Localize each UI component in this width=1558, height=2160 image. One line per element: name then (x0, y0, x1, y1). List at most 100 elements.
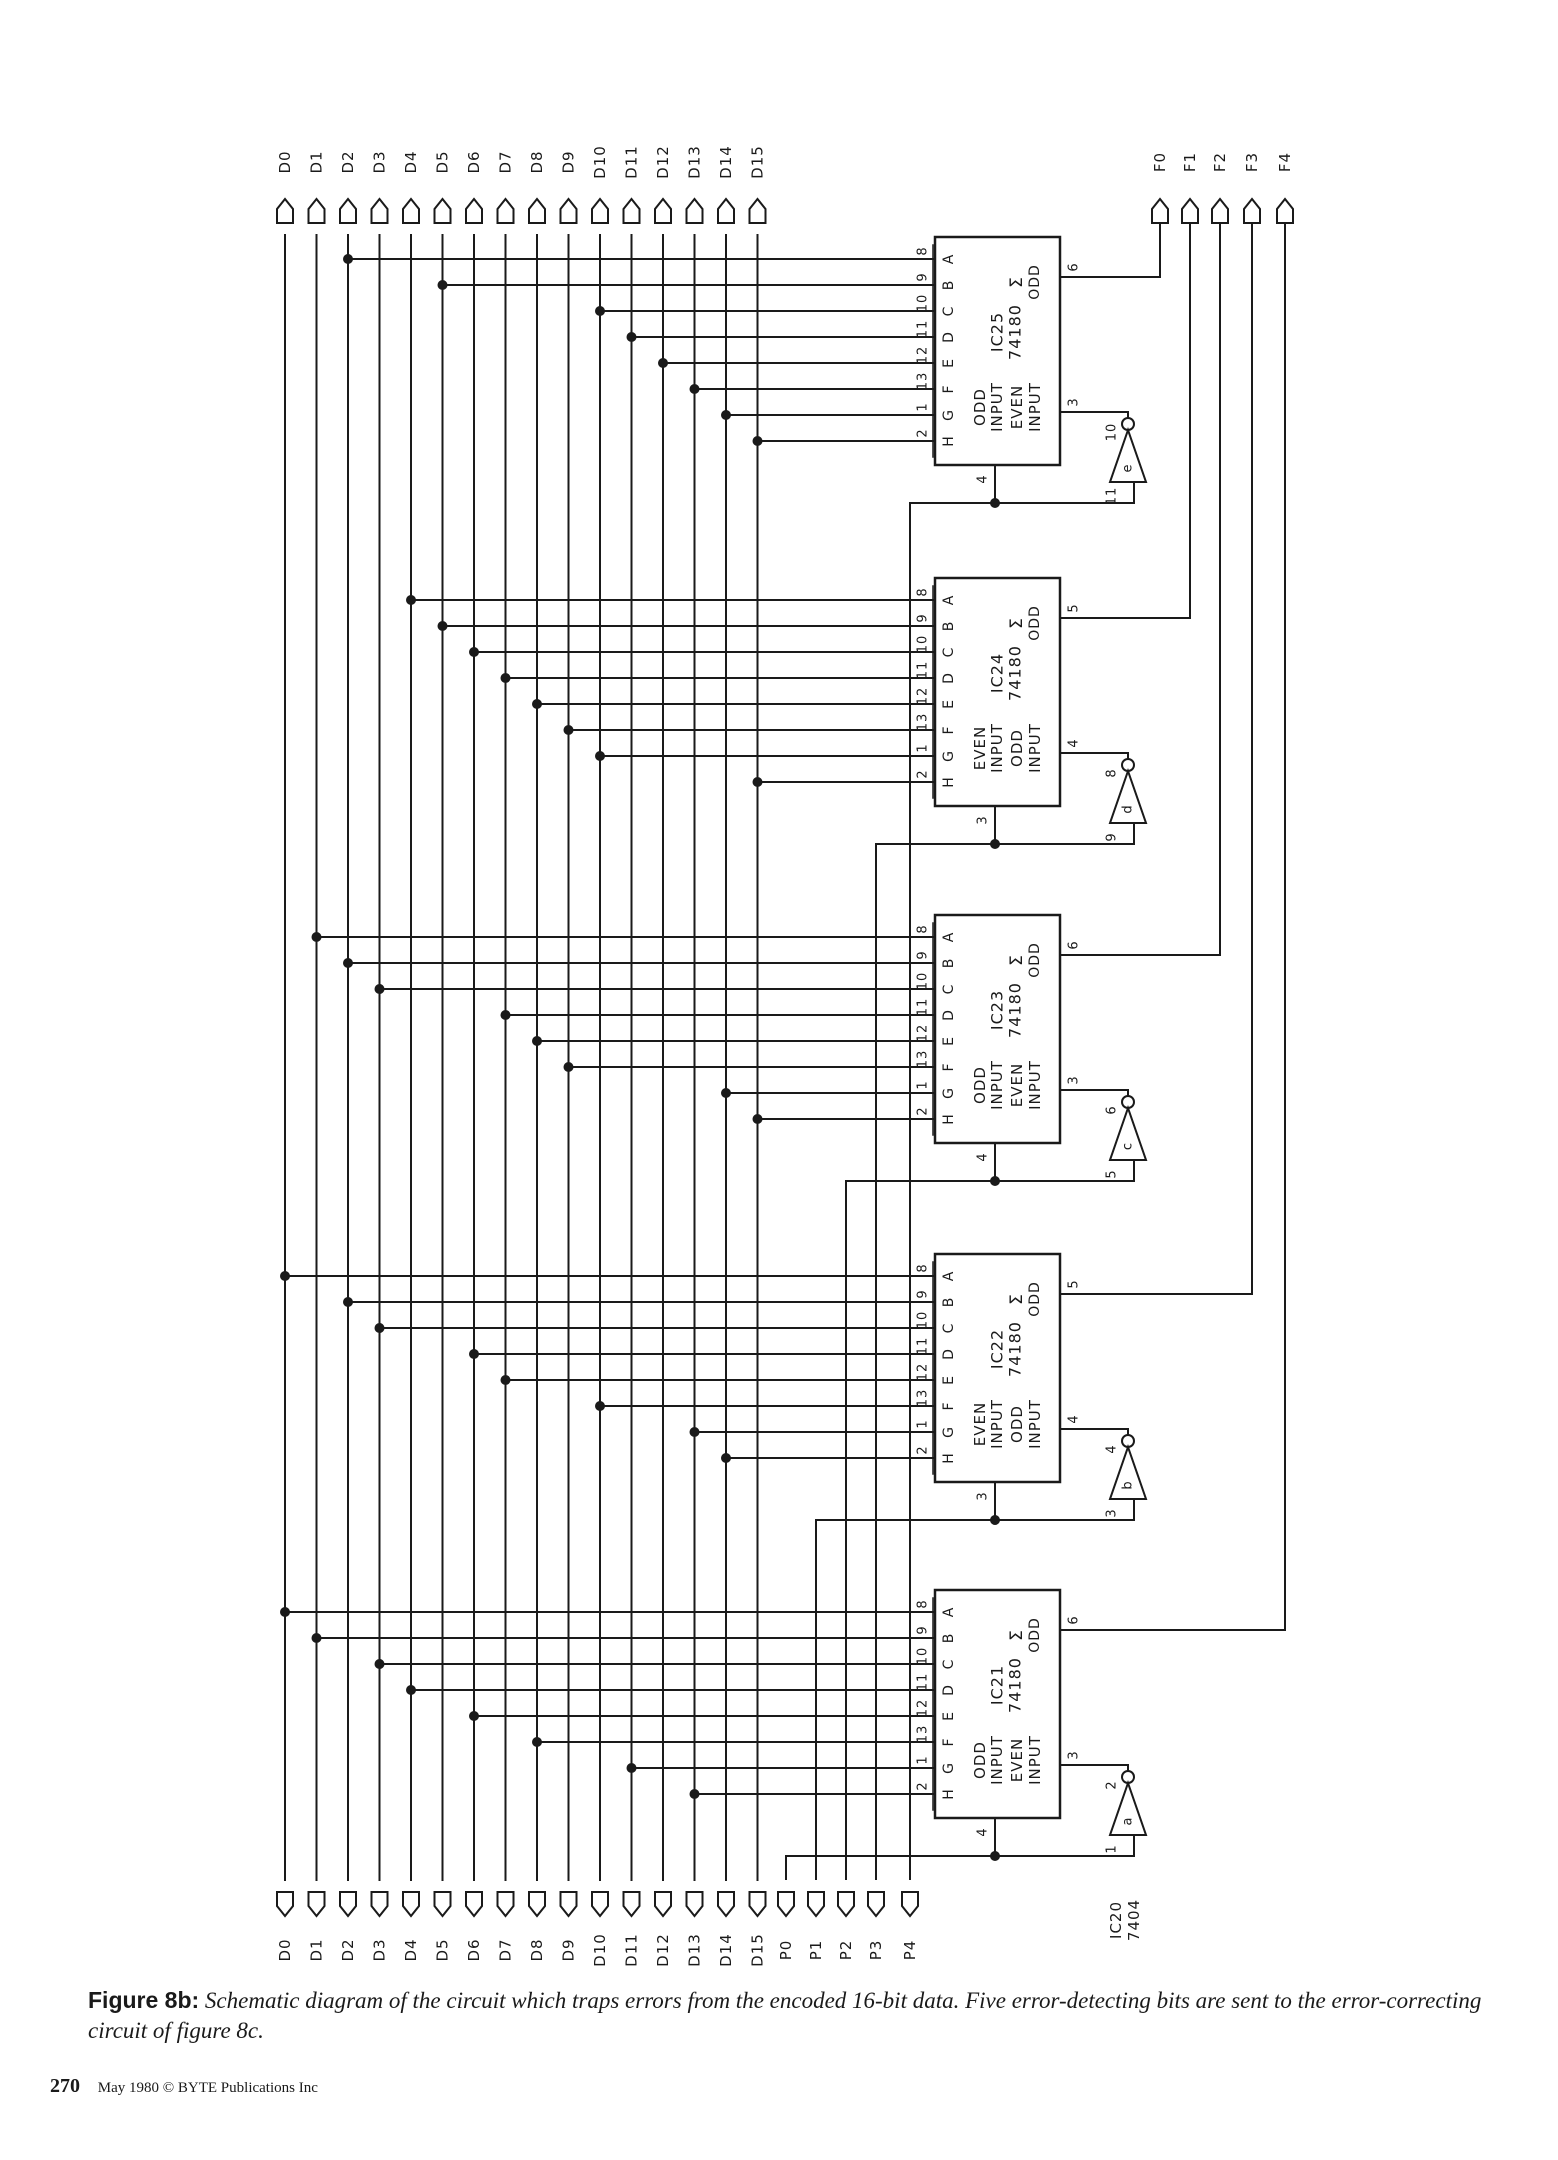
output-connector (1151, 197, 1169, 224)
input-connector-bottom (559, 1891, 578, 1918)
chip-pin-number: 1 (916, 402, 931, 411)
chip-pin-letter: A (941, 1607, 957, 1618)
chip-pin-letter: C (941, 306, 957, 317)
odd-pin-number: 4 (976, 474, 991, 483)
bus-junction-dot (469, 647, 479, 657)
data-bit-label-top: D0 (276, 150, 294, 173)
bus-junction-dot (406, 595, 416, 605)
chip-pin-letter: A (941, 932, 957, 943)
chip-pin-letter: C (941, 647, 957, 658)
parity-bit-label: P3 (867, 1940, 885, 1961)
data-bit-label-top: D2 (339, 150, 357, 173)
chip-pin-letter: H (941, 1788, 957, 1800)
bus-junction-dot (374, 1659, 385, 1669)
chip-sum-label: Σ (1007, 617, 1027, 629)
chip-pin-letter: D (941, 672, 957, 684)
chip-name-label: IC24 (988, 653, 1007, 693)
inverter-output-wire (1060, 411, 1129, 418)
inverter-output-wire (1060, 752, 1129, 759)
chip-pin-number: 11 (916, 1673, 931, 1692)
chip-pin-letter: A (941, 595, 957, 606)
chip-part-label: 74180 (1006, 1321, 1025, 1377)
chip-name-label: IC25 (988, 312, 1007, 352)
parity-wire (875, 843, 995, 1880)
chip-pin-number: 1 (916, 1080, 931, 1089)
data-bit-label-bottom: D9 (560, 1938, 578, 1961)
chip-pin-letter: F (941, 1737, 957, 1746)
bus-junction-dot (500, 1010, 511, 1020)
input-connector-top (591, 197, 609, 224)
chip-pin-letter: E (941, 1375, 957, 1385)
parity-bit-label: P1 (807, 1940, 825, 1961)
chip-input-bottom-label: EVEN (1008, 1738, 1026, 1782)
chip-pin-letter: C (941, 984, 957, 995)
bus-junction-dot (563, 1062, 574, 1072)
chip-pin-letter: G (941, 1762, 957, 1774)
data-bit-label-bottom: D12 (654, 1933, 672, 1967)
bus-junction-dot (500, 673, 511, 683)
bus-junction-dot (595, 1401, 605, 1411)
sum-output-wire (1060, 223, 1221, 956)
chip-pin-number: 2 (916, 1445, 931, 1454)
data-bit-label-top: D10 (591, 145, 609, 179)
chip-pin-number: 12 (916, 1363, 931, 1382)
output-bit-label: F1 (1181, 152, 1199, 172)
even-pin-number: 4 (1067, 738, 1082, 747)
data-bit-label-bottom: D8 (528, 1938, 546, 1961)
input-connector-top (685, 197, 704, 224)
chip-pin-number: 9 (916, 613, 931, 622)
chip-input-bottom-label: EVEN (1008, 1063, 1026, 1107)
input-connector-bottom (433, 1891, 452, 1918)
inverter-symbol (1108, 1104, 1148, 1161)
input-connector-bottom (465, 1891, 483, 1918)
chip-part-label: 74180 (1006, 1657, 1025, 1713)
chip-body (933, 235, 1062, 467)
inverter-input-wire (995, 1499, 1135, 1521)
inverter-in-pin: 3 (1105, 1508, 1120, 1517)
chip-pin-letter: F (941, 1401, 957, 1410)
bus-junction-dot (721, 410, 731, 420)
chip-pin-letter: B (941, 621, 957, 632)
chip-pin-number: 1 (916, 1755, 931, 1764)
chip-pin-number: 8 (916, 587, 931, 596)
bus-junction-dot (374, 984, 385, 994)
parity-wire (909, 502, 995, 1880)
chip-input-bottom-label: EVEN (1008, 385, 1026, 429)
chip-part-label: 74180 (1006, 645, 1025, 701)
even-pin-number: 4 (1067, 1414, 1082, 1423)
output-connector (1211, 197, 1229, 224)
chip-pin-number: 11 (916, 1337, 931, 1356)
parity-connector (777, 1891, 795, 1918)
sum-pin-number: 6 (1067, 1615, 1082, 1624)
data-bit-label-bottom: D4 (402, 1938, 420, 1961)
sum-output-wire (1060, 223, 1253, 1295)
data-bit-label-top: D13 (686, 145, 704, 179)
chip-input-word: INPUT (1026, 1060, 1044, 1110)
chip-pin-number: 10 (916, 294, 931, 313)
parity-connector (867, 1891, 885, 1918)
output-bit-label: F3 (1243, 152, 1261, 172)
chip-pin-number: 9 (916, 272, 931, 281)
input-connector-top (433, 197, 452, 224)
bus-junction-dot (469, 1349, 479, 1359)
input-connector-top (654, 197, 672, 224)
chip-pin-letter: H (941, 1452, 957, 1464)
chip-pin-letter: B (941, 280, 957, 291)
chip-pin-letter: D (941, 1348, 957, 1360)
bus-junction-dot (437, 280, 448, 290)
chip-pin-number: 2 (916, 1781, 931, 1790)
chip-sum-label: Σ (1007, 954, 1027, 966)
bus-junction-dot (280, 1607, 290, 1617)
chip-pin-letter: F (941, 725, 957, 734)
odd-pin-number: 3 (976, 815, 991, 824)
input-connector-top (339, 197, 357, 224)
bus-junction-dot (595, 751, 605, 761)
sum-pin-number: 6 (1067, 940, 1082, 949)
chip-pin-letter: G (941, 1426, 957, 1438)
bus-junction-dot (721, 1088, 731, 1098)
data-bit-label-top: D8 (528, 150, 546, 173)
chip-pin-letter: F (941, 1062, 957, 1071)
sum-pin-number: 5 (1067, 1279, 1082, 1288)
output-bit-label: F0 (1151, 152, 1169, 172)
parity-bit-label: P2 (837, 1940, 855, 1961)
